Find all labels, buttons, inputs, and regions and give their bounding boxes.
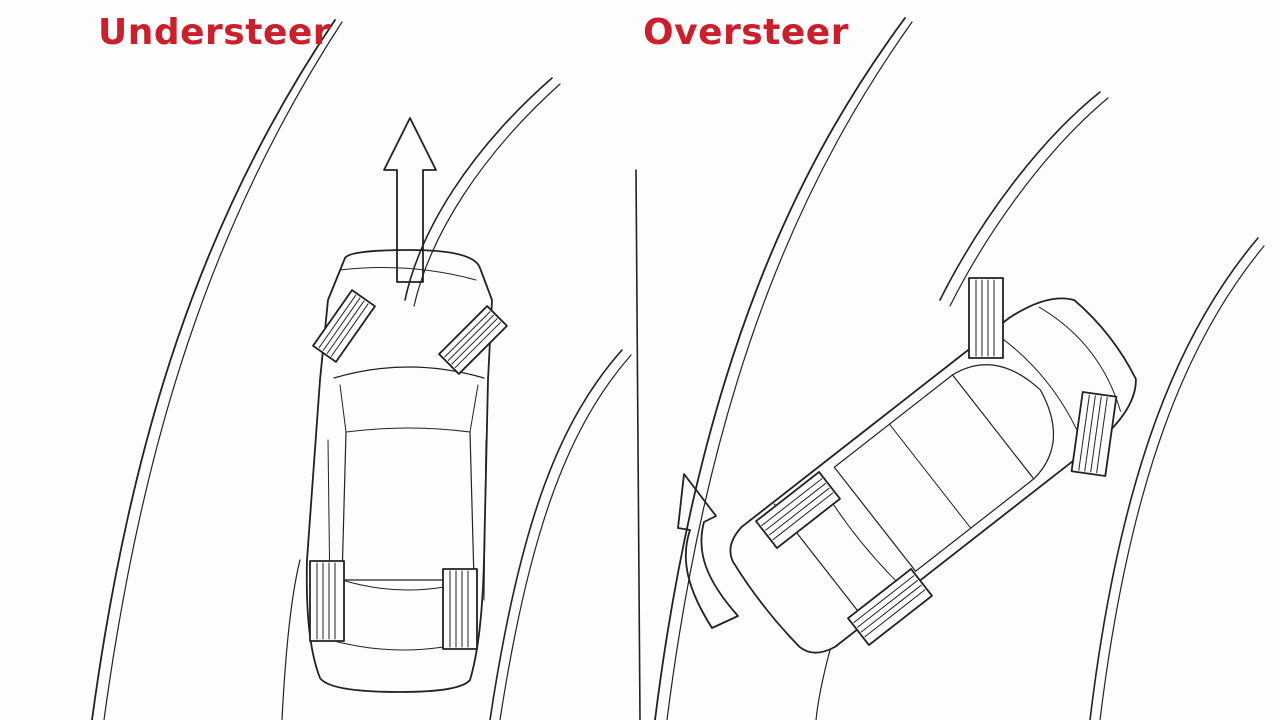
understeer-road <box>91 19 632 720</box>
understeer-forward-arrow <box>383 117 437 283</box>
understeer-panel <box>91 19 632 720</box>
understeer-car <box>305 249 493 693</box>
oversteer-rear-left-tire <box>755 471 841 549</box>
understeer-rear-left-tire <box>309 560 345 642</box>
oversteer-rotation-arrow <box>677 473 739 629</box>
oversteer-panel <box>654 17 1265 720</box>
understeer-rear-right-tire <box>442 568 478 650</box>
understeer-front-right-tire <box>438 305 508 375</box>
oversteer-road <box>654 17 1265 720</box>
understeer-front-left-tire <box>312 289 376 363</box>
oversteer-title: Oversteer <box>643 12 849 53</box>
oversteer-rear-right-tire <box>847 568 933 646</box>
panel-divider <box>635 169 641 720</box>
oversteer-front-right-tire <box>1070 391 1118 477</box>
oversteer-front-left-tire <box>968 277 1004 359</box>
understeer-title: Understeer <box>98 12 332 53</box>
